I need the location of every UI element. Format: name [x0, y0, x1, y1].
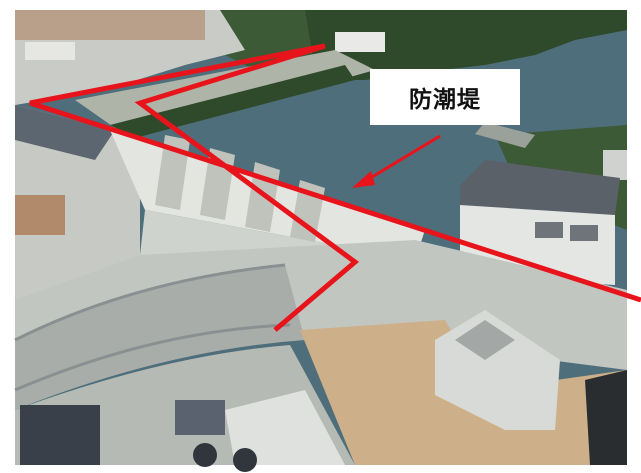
seawall-outline	[29, 43, 641, 332]
left-building	[15, 105, 140, 300]
seawall-label: 防潮堤	[370, 69, 520, 125]
curved-road	[15, 265, 305, 410]
annotation-arrow	[352, 134, 441, 188]
hillside-trees	[285, 10, 627, 80]
embankment	[75, 50, 375, 135]
